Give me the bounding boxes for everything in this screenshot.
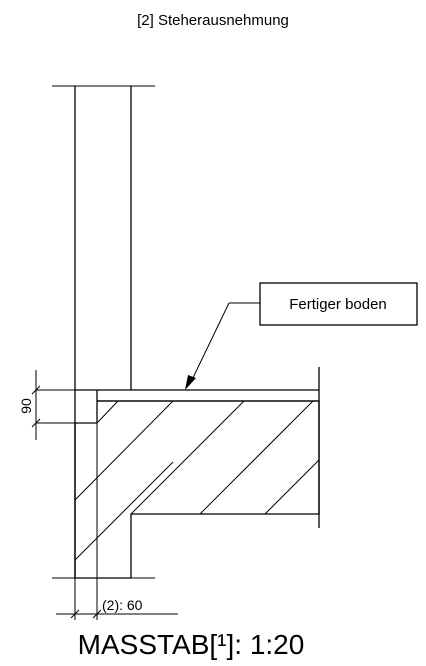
scale-label: MASSTAB[¹]: 1:20	[78, 629, 305, 660]
drawing-title: [2] Steherausnehmung	[137, 12, 289, 29]
dimension-60-label: (2): 60	[102, 597, 143, 613]
slab-hatching	[74, 400, 320, 561]
post	[52, 85, 155, 578]
dimension-vertical: 90	[18, 370, 97, 440]
slab	[52, 400, 320, 579]
leader-arrowhead	[185, 375, 196, 390]
dimension-horizontal: (2): 60	[56, 423, 178, 620]
callout-label: Fertiger boden	[289, 296, 387, 313]
callout: Fertiger boden	[185, 282, 418, 390]
dimension-90-label: 90	[18, 398, 34, 414]
